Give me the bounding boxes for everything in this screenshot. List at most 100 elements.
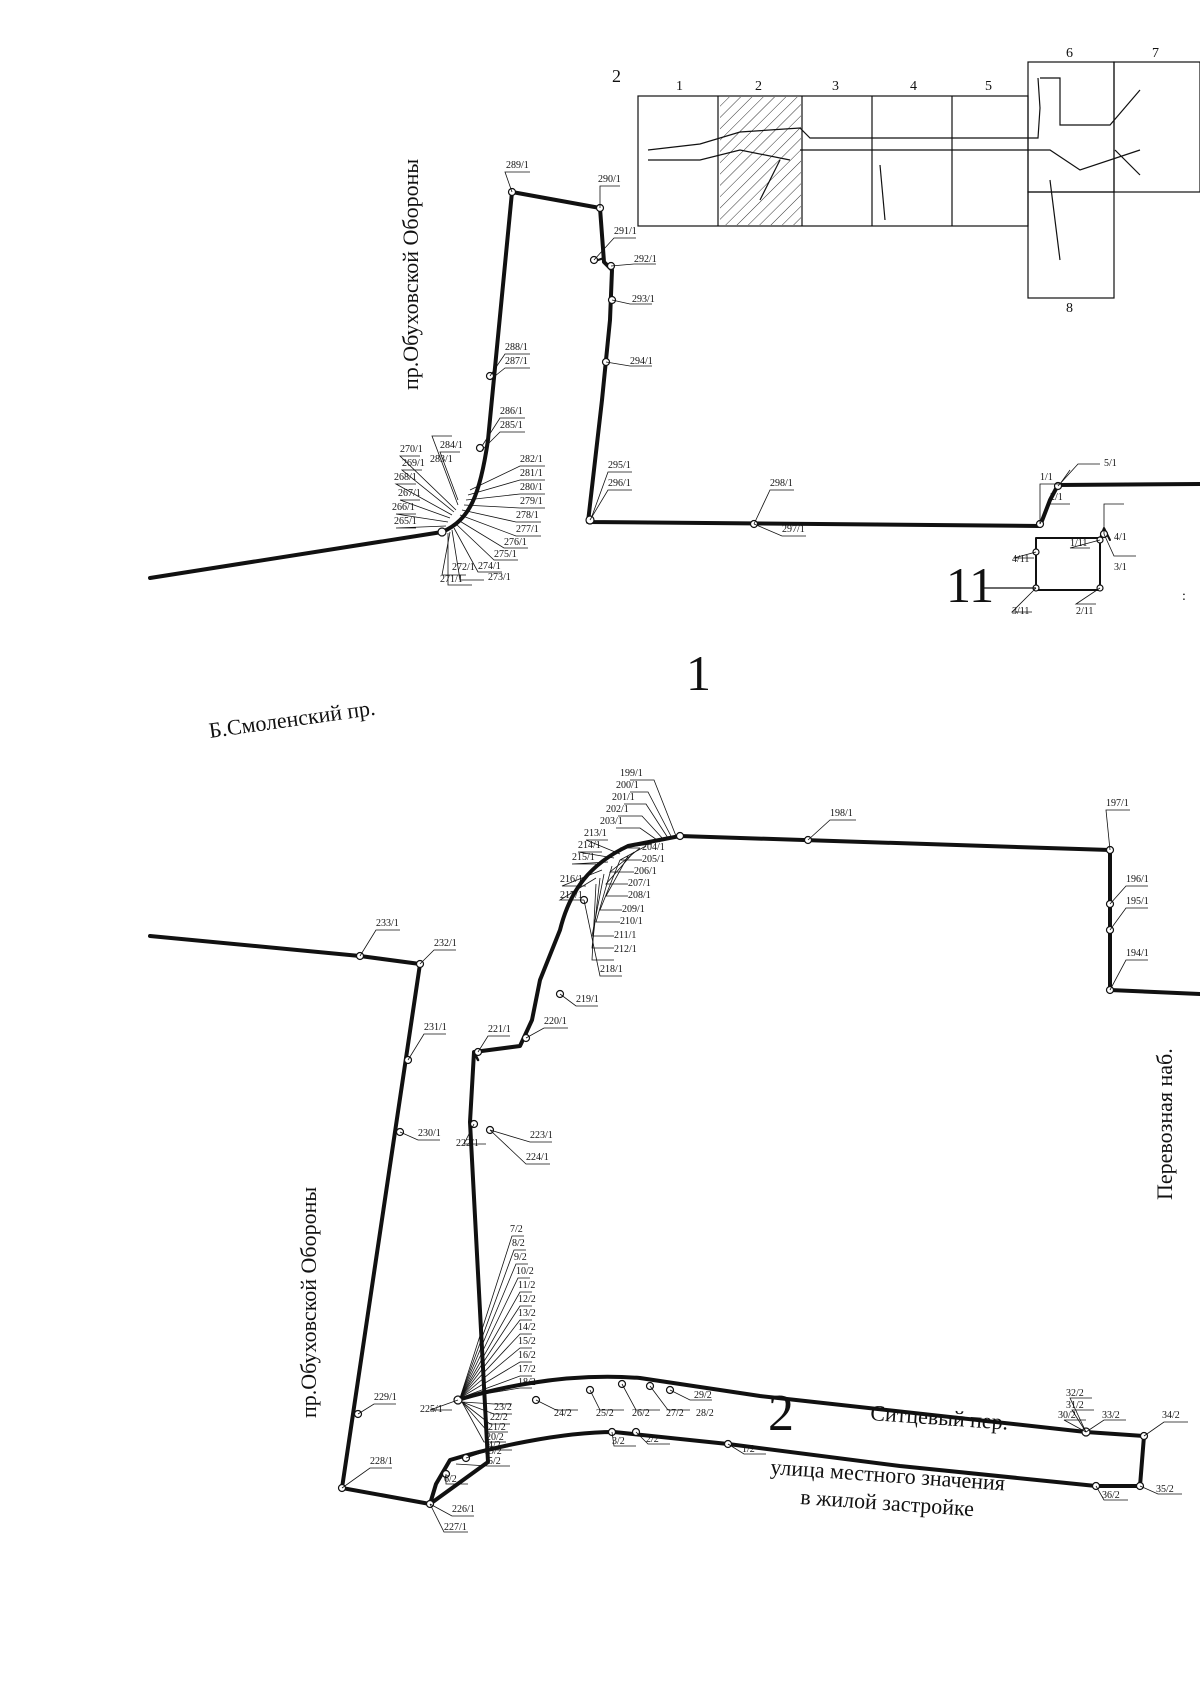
label-291: 291/1: [614, 226, 637, 237]
label-232: 232/1: [434, 938, 457, 949]
key-plan-cell-6: [1027, 61, 1115, 193]
label-265: 265/1: [394, 516, 417, 527]
label-6-2: 6/2: [444, 1474, 457, 1485]
label-15-2: 15/2: [518, 1336, 536, 1347]
label-201: 201/1: [612, 792, 635, 803]
label-207: 207/1: [628, 878, 651, 889]
label-213: 213/1: [584, 828, 607, 839]
key-plan-num-8: 8: [1066, 301, 1073, 316]
label-21-2: 21/2: [488, 1422, 506, 1433]
label-298: 298/1: [770, 478, 793, 489]
label-9-2: 9/2: [514, 1252, 527, 1263]
label-20-2: 20/2: [486, 1432, 504, 1443]
label-281: 281/1: [520, 468, 543, 479]
label-222: 222/1: [456, 1138, 479, 1149]
label-227: 227/1: [444, 1522, 467, 1533]
street-perevoznaya: Перевозная наб.: [1152, 1048, 1177, 1200]
section-label-1: 1: [686, 645, 711, 701]
lower-nodes: [337, 831, 1149, 1509]
label-225: 225/1: [420, 1404, 443, 1415]
label-199: 199/1: [620, 768, 643, 779]
label-288: 288/1: [505, 342, 528, 353]
label-10-2: 10/2: [516, 1266, 534, 1277]
label-293: 293/1: [632, 294, 655, 305]
label-204: 204/1: [642, 842, 665, 853]
label-223: 223/1: [530, 1130, 553, 1141]
key-plan-num-2: 2: [755, 79, 762, 94]
label-211: 211/1: [614, 930, 636, 941]
label-276: 276/1: [504, 537, 527, 548]
key-plan-frame: [637, 95, 1029, 227]
key-plan: 2 1 2 3 4 5 6 7 8: [612, 46, 1200, 316]
label-233: 233/1: [376, 918, 399, 929]
label-283: 283/1: [430, 454, 453, 465]
upper-fan-leaders: [394, 171, 1136, 613]
label-1-1: 1/1: [1040, 472, 1053, 483]
label-196: 196/1: [1126, 874, 1149, 885]
lower-route: [148, 834, 1200, 1506]
label-209: 209/1: [622, 904, 645, 915]
street-obukhov-bottom: пр.Обуховской Обороны: [296, 1187, 321, 1418]
label-231: 231/1: [424, 1022, 447, 1033]
label-19-2: 19/2: [484, 1446, 502, 1457]
label-205: 205/1: [642, 854, 665, 865]
key-plan-label: 2: [612, 66, 621, 86]
label-289: 289/1: [506, 160, 529, 171]
label-27-2: 27/2: [666, 1408, 684, 1419]
label-4-2: 4/2: [488, 1440, 501, 1451]
label-295: 295/1: [608, 460, 631, 471]
section-label-2: 2: [768, 1385, 794, 1442]
label-208: 208/1: [628, 890, 651, 901]
label-214: 214/1: [578, 840, 601, 851]
label-3-1: 3/1: [1114, 562, 1127, 573]
label-34-2: 34/2: [1162, 1410, 1180, 1421]
street-obukhov-top: пр.Обуховской Обороны: [398, 159, 423, 390]
label-202: 202/1: [606, 804, 629, 815]
label-2-11: 2/11: [1076, 606, 1093, 617]
label-8-2: 8/2: [512, 1238, 525, 1249]
label-270: 270/1: [400, 444, 423, 455]
key-plan-cell-7: [1113, 61, 1200, 193]
section-label-11: 11: [946, 557, 994, 613]
label-292: 292/1: [634, 254, 657, 265]
label-285: 285/1: [500, 420, 523, 431]
upper-nodes: [437, 187, 1109, 592]
label-194: 194/1: [1126, 948, 1149, 959]
upper-route: [148, 190, 1200, 580]
label-14-2: 14/2: [518, 1322, 536, 1333]
label-22-2: 22/2: [490, 1412, 508, 1423]
label-273: 273/1: [488, 572, 511, 583]
label-36-2: 36/2: [1102, 1490, 1120, 1501]
label-294: 294/1: [630, 356, 653, 367]
label-195: 195/1: [1126, 896, 1149, 907]
label-30-2: 30/2: [1058, 1410, 1076, 1421]
label-216: 216/1: [560, 874, 583, 885]
label-280: 280/1: [520, 482, 543, 493]
label-229: 229/1: [374, 1392, 397, 1403]
label-1-11: 1/11: [1070, 538, 1087, 549]
key-plan-num-5: 5: [985, 79, 992, 94]
label-25-2: 25/2: [596, 1408, 614, 1419]
key-plan-num-4: 4: [910, 79, 917, 94]
label-219: 219/1: [576, 994, 599, 1005]
label-4-1: 4/1: [1114, 532, 1127, 543]
label-268: 268/1: [394, 472, 417, 483]
label-282: 282/1: [520, 454, 543, 465]
label-200: 200/1: [616, 780, 639, 791]
label-277: 277/1: [516, 524, 539, 535]
label-220: 220/1: [544, 1016, 567, 1027]
label-13-2: 13/2: [518, 1308, 536, 1319]
label-279: 279/1: [520, 496, 543, 507]
label-297: 297/1: [782, 524, 805, 535]
sittsevy-road: [456, 1374, 1146, 1488]
label-28-2: 28/2: [696, 1408, 714, 1419]
label-26-2: 26/2: [632, 1408, 650, 1419]
label-226: 226/1: [452, 1504, 475, 1515]
label-230: 230/1: [418, 1128, 441, 1139]
section-11-rect: [1035, 537, 1101, 591]
label-3-11: 3/11: [1012, 606, 1029, 617]
key-plan-num-6: 6: [1066, 46, 1073, 61]
label-1-2: 1/2: [742, 1444, 755, 1455]
label-11-2: 11/2: [518, 1280, 535, 1291]
